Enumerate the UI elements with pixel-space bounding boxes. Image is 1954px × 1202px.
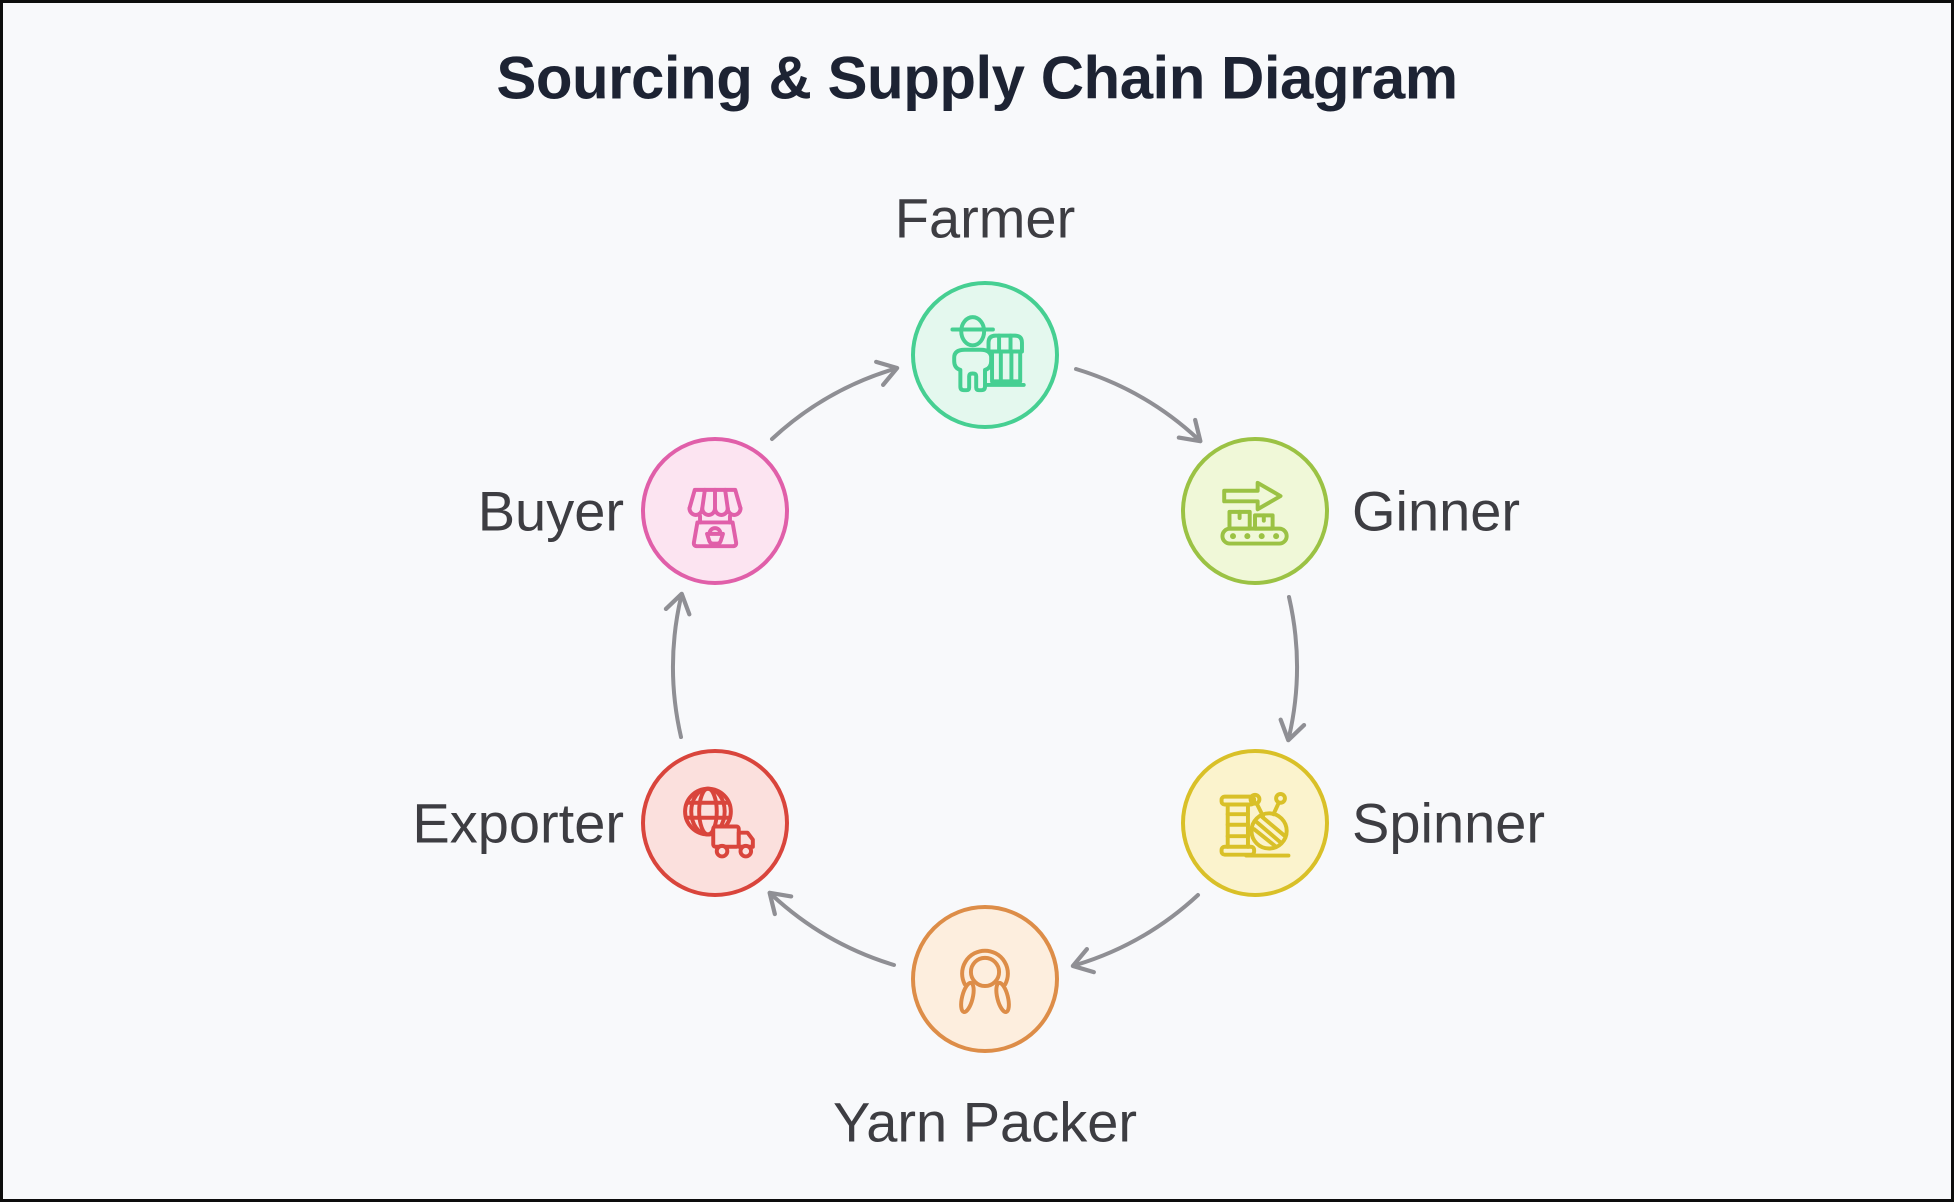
yarn-spool-icon	[1219, 791, 1291, 858]
yarn-packer-label: Yarn Packer	[833, 1090, 1137, 1154]
buyer-label: Buyer	[477, 479, 624, 543]
node-farmer	[911, 281, 1059, 429]
arrow-buyer-to-farmer	[770, 359, 900, 441]
node-buyer	[641, 437, 789, 585]
spinner-label: Spinner	[1352, 791, 1546, 855]
conveyor-icon	[1220, 480, 1289, 546]
node-ginner	[1181, 437, 1329, 585]
diagram-title: Sourcing & Supply Chain Diagram	[496, 44, 1458, 112]
node-exporter	[641, 749, 789, 897]
exporter-label: Exporter	[412, 791, 624, 855]
jump-rope-icon	[959, 948, 1011, 1015]
globe-truck-icon	[683, 786, 755, 859]
node-yarn-packer	[911, 905, 1059, 1053]
arrow-exporter-to-buyer	[663, 591, 692, 739]
arrow-spinner-to-yarn-packer	[1070, 893, 1200, 975]
node-spinner	[1181, 749, 1329, 897]
farmer-icon	[950, 315, 1026, 393]
farmer-label: Farmer	[894, 186, 1076, 250]
market-stall-icon	[687, 487, 743, 549]
arrow-farmer-to-ginner	[1074, 367, 1203, 444]
arrow-ginner-to-spinner	[1278, 595, 1307, 743]
ginner-label: Ginner	[1352, 479, 1521, 543]
arrow-yarn-packer-to-exporter	[767, 890, 896, 967]
